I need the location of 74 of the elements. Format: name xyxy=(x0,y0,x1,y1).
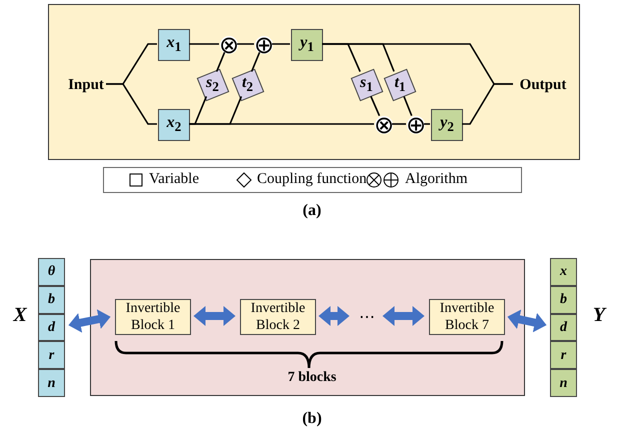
connector-line xyxy=(106,83,157,125)
variable-name: s$_{1}$ xyxy=(360,74,373,96)
connector-line xyxy=(237,43,254,45)
variable-cell xyxy=(550,314,577,342)
node-label: ⋯ xyxy=(359,308,375,326)
node-label: r xyxy=(48,346,54,364)
node-label: d xyxy=(560,318,567,336)
network-panel xyxy=(90,259,525,396)
variable-cell xyxy=(38,286,65,314)
connector-line xyxy=(272,43,290,45)
variable-box xyxy=(158,109,190,141)
panel-label: (a) xyxy=(302,202,322,220)
double-arrow xyxy=(507,309,547,332)
variable-name: x$_{2}$ xyxy=(166,114,182,136)
connector-line xyxy=(189,123,374,125)
node-label: b xyxy=(48,291,55,308)
variable-name: y$_{1}$ xyxy=(300,34,314,56)
legend-text: Variable xyxy=(149,171,199,188)
variable-cell xyxy=(550,258,577,286)
variable-name: t$_{1}$ xyxy=(394,74,406,96)
connector-line xyxy=(462,83,513,125)
variable-name: x$_{1}$ xyxy=(166,34,182,56)
node-label: Output xyxy=(520,76,566,94)
double-arrow xyxy=(382,306,424,326)
double-arrow xyxy=(318,306,350,326)
connector-line xyxy=(370,96,380,116)
node-label: n xyxy=(560,374,568,392)
legend-text: Algorithm xyxy=(405,171,468,188)
variable-column xyxy=(550,258,577,397)
variable-cell xyxy=(550,369,577,397)
connector-line xyxy=(392,123,406,125)
panel-background xyxy=(48,4,580,160)
connector-line xyxy=(403,96,412,116)
node-label: n xyxy=(48,374,56,392)
panel-label: (b) xyxy=(301,410,323,428)
node-label: Invertible Block 7 xyxy=(438,300,496,334)
node-label: Invertible Block 1 xyxy=(124,300,182,334)
variable-cell xyxy=(550,286,577,314)
connector-line xyxy=(189,43,219,45)
operator-symbol: ⊗ xyxy=(218,36,240,54)
node-label: b xyxy=(560,291,567,308)
operator-symbol: ⊕ xyxy=(254,36,274,54)
group-label: 7 blocks xyxy=(286,370,338,386)
operator-symbol: ⊕ xyxy=(406,116,426,134)
legend-text: Coupling function xyxy=(257,171,367,188)
variable-box xyxy=(291,29,323,61)
variable-cell xyxy=(38,258,65,286)
node-label: Invertible Block 2 xyxy=(250,300,306,334)
variable-name: t$_{2}$ xyxy=(242,74,254,96)
vector-label: Y xyxy=(592,304,608,327)
connector-line xyxy=(250,52,260,72)
invertible-block xyxy=(115,299,191,335)
node-label: Input xyxy=(68,76,104,94)
connector-line xyxy=(216,52,226,72)
vector-label: X xyxy=(12,304,28,327)
node-label: θ xyxy=(48,263,56,280)
variable-name: s$_{2}$ xyxy=(206,74,219,96)
node-label: r xyxy=(560,346,566,364)
variable-cell xyxy=(38,314,65,342)
invertible-block xyxy=(429,299,505,335)
node-label: d xyxy=(48,318,55,336)
invertible-block xyxy=(240,299,316,335)
variable-cell xyxy=(38,369,65,397)
double-arrow xyxy=(68,309,111,333)
double-arrow xyxy=(194,306,236,326)
variable-column xyxy=(38,258,65,397)
variable-box xyxy=(431,109,463,141)
node-label: x xyxy=(560,263,567,280)
operator-symbol: ⊗ xyxy=(374,116,394,134)
connector-line xyxy=(424,123,430,125)
variable-cell xyxy=(550,341,577,370)
variable-cell xyxy=(38,341,65,370)
variable-box xyxy=(158,29,190,61)
variable-name: y$_{2}$ xyxy=(440,114,454,136)
